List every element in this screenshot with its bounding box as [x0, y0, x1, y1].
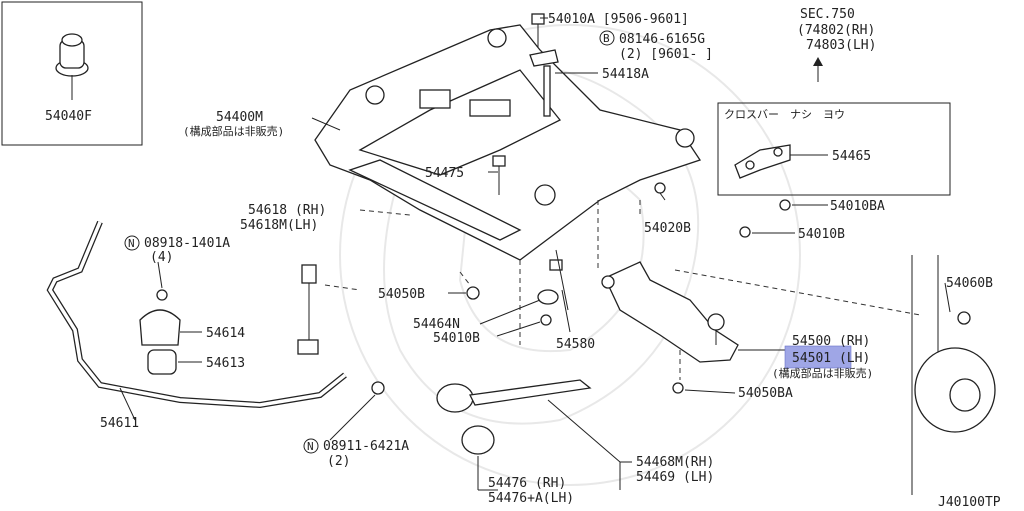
- label-sec-lh: 74803(LH): [806, 38, 876, 53]
- label-sec-rh: (74802(RH): [797, 23, 875, 38]
- label-54618-lh: 54618M(LH): [240, 218, 318, 233]
- label-54050B: 54050B: [378, 287, 425, 302]
- label-54020B: 54020B: [644, 221, 691, 236]
- label-54613: 54613: [206, 356, 245, 371]
- inset-box-title: クロスバー ナシ ヨウ: [724, 108, 845, 121]
- label-54611: 54611: [100, 416, 139, 431]
- n-prefix-circle-08911: [303, 438, 319, 454]
- label-54476-lh: 54476+A(LH): [488, 491, 574, 506]
- label-08918-qty: (4): [150, 250, 173, 265]
- highlight-54501: [784, 345, 852, 369]
- bracket-54614-drawing: [139, 309, 181, 346]
- diagram-code: J40100TP: [938, 495, 1001, 510]
- nut-54020B-drawing: [654, 182, 666, 194]
- label-08911-qty: (2): [327, 454, 350, 469]
- label-54050BA: 54050BA: [738, 386, 793, 401]
- dashed-leader: [359, 209, 411, 216]
- bolt-54580-drawing: [549, 249, 569, 311]
- leader-lines: [119, 17, 951, 491]
- n-prefix-circle-08918: [124, 235, 140, 251]
- dashed-leader: [324, 284, 361, 291]
- bolt-54475-drawing: [492, 155, 506, 195]
- label-08911-prefix: N: [307, 440, 314, 453]
- label-08146-prefix: B: [603, 32, 610, 45]
- nut-54010B-mid-drawing: [540, 314, 552, 326]
- label-54580: 54580: [556, 337, 595, 352]
- bracket-54465-drawing: [734, 144, 791, 179]
- label-54400M: 54400M: [216, 110, 263, 125]
- bushing-54464N-drawing: [537, 289, 559, 305]
- label-54501-note: (構成部品は非販売): [772, 366, 873, 380]
- nut-08911-drawing: [371, 381, 385, 395]
- bolt-54010A-drawing: [531, 13, 545, 48]
- dashed-leader: [459, 271, 471, 286]
- inset-box-crossbar: [717, 102, 951, 196]
- crossmember-54400M-drawing: [314, 24, 702, 261]
- label-08146-qty: (2) [9601- ]: [619, 47, 713, 62]
- label-54465: 54465: [832, 149, 871, 164]
- label-08918-prefix: N: [128, 237, 135, 250]
- nut-08918-drawing: [156, 289, 168, 301]
- label-54469: 54469 (LH): [636, 470, 714, 485]
- label-54476-rh: 54476 (RH): [488, 476, 566, 491]
- label-54060B: 54060B: [946, 276, 993, 291]
- label-sec-title: SEC.750: [800, 7, 855, 22]
- b-prefix-circle: [599, 30, 615, 46]
- nut-54050BA-drawing: [672, 382, 684, 394]
- label-54010A: 54010A [9506-9601]: [548, 12, 689, 27]
- label-08918: 08918-1401A: [144, 236, 230, 251]
- nut-54010B-drawing: [739, 226, 751, 238]
- brake-disc-drawing: [911, 255, 996, 495]
- label-54010B-top: 54010B: [798, 227, 845, 242]
- inset-box-54040F: [1, 1, 143, 146]
- label-54500-rh: 54500 (RH): [792, 334, 870, 349]
- label-54614: 54614: [206, 326, 245, 341]
- bushing-54613-drawing: [147, 349, 177, 375]
- sec-arrow-head: [813, 57, 823, 66]
- compression-rod-54468M-drawing: [436, 379, 592, 455]
- label-54040F: 54040F: [45, 109, 92, 124]
- label-08911: 08911-6421A: [323, 439, 409, 454]
- label-54501-lh: 54501 (LH): [792, 351, 870, 366]
- link-54618-drawing: [297, 264, 319, 355]
- nut-54010BA-drawing: [779, 199, 791, 211]
- clip-54040F-drawing: [55, 33, 89, 100]
- bolt-54418A-drawing: [529, 49, 559, 117]
- lower-arm-54500-drawing: [601, 261, 739, 363]
- label-54010B-mid: 54010B: [433, 331, 480, 346]
- label-54618-rh: 54618 (RH): [248, 203, 326, 218]
- label-08146: 08146-6165G: [619, 32, 705, 47]
- nut-54050B-drawing: [466, 286, 480, 300]
- label-54468M: 54468M(RH): [636, 455, 714, 470]
- label-54418A: 54418A: [602, 67, 649, 82]
- dashed-leader: [674, 269, 921, 316]
- label-54464N: 54464N: [413, 317, 460, 332]
- label-54400M-note: (構成部品は非販売): [183, 124, 284, 138]
- label-54475: 54475: [425, 166, 464, 181]
- label-54010BA-top: 54010BA: [830, 199, 885, 214]
